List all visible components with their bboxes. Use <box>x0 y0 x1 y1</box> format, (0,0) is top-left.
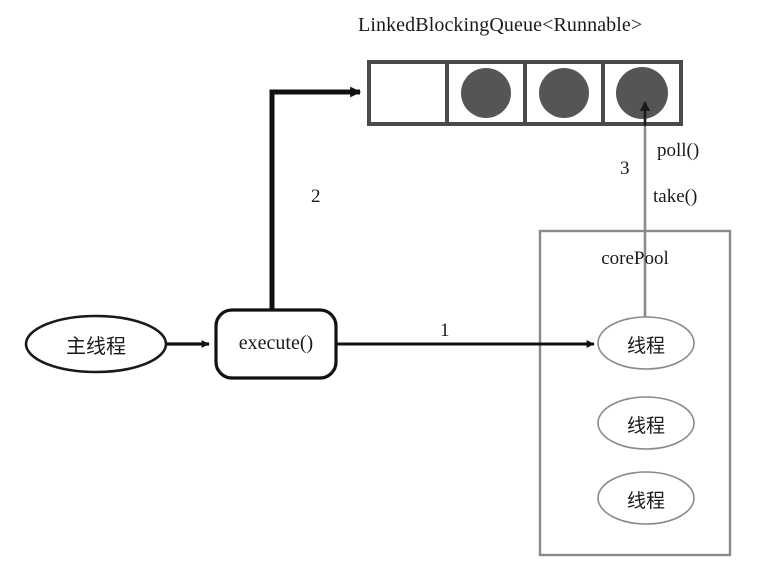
arrow-step-2 <box>269 86 362 312</box>
thread-ellipse-2 <box>597 471 695 525</box>
queue-task-circle-3 <box>616 67 668 119</box>
thread-ellipses <box>597 316 695 525</box>
thread-ellipse-1 <box>597 396 695 450</box>
step-number-2: 2 <box>311 186 321 207</box>
poll-method-label: poll() <box>657 140 700 161</box>
thread-label-2: 线程 <box>626 491 665 512</box>
arrow-step-2-path <box>269 86 362 312</box>
thread-label-1: 线程 <box>626 416 665 437</box>
queue-title: LinkedBlockingQueue<Runnable> <box>358 14 643 36</box>
thread-label-0: 线程 <box>626 336 665 357</box>
thread-ellipse-0 <box>597 316 695 370</box>
execute-method-label: execute() <box>238 332 314 354</box>
step-number-1: 1 <box>440 320 450 341</box>
core-pool-label: corePool <box>601 248 669 269</box>
queue-container <box>367 60 683 126</box>
main-thread-label: 主线程 <box>66 336 126 358</box>
main-thread-ellipse <box>24 314 168 374</box>
queue-task-circle-1 <box>461 68 511 118</box>
execute-box <box>214 308 338 380</box>
queue-task-circle-2 <box>539 68 589 118</box>
take-method-label: take() <box>653 186 698 207</box>
step-number-3: 3 <box>620 158 630 179</box>
